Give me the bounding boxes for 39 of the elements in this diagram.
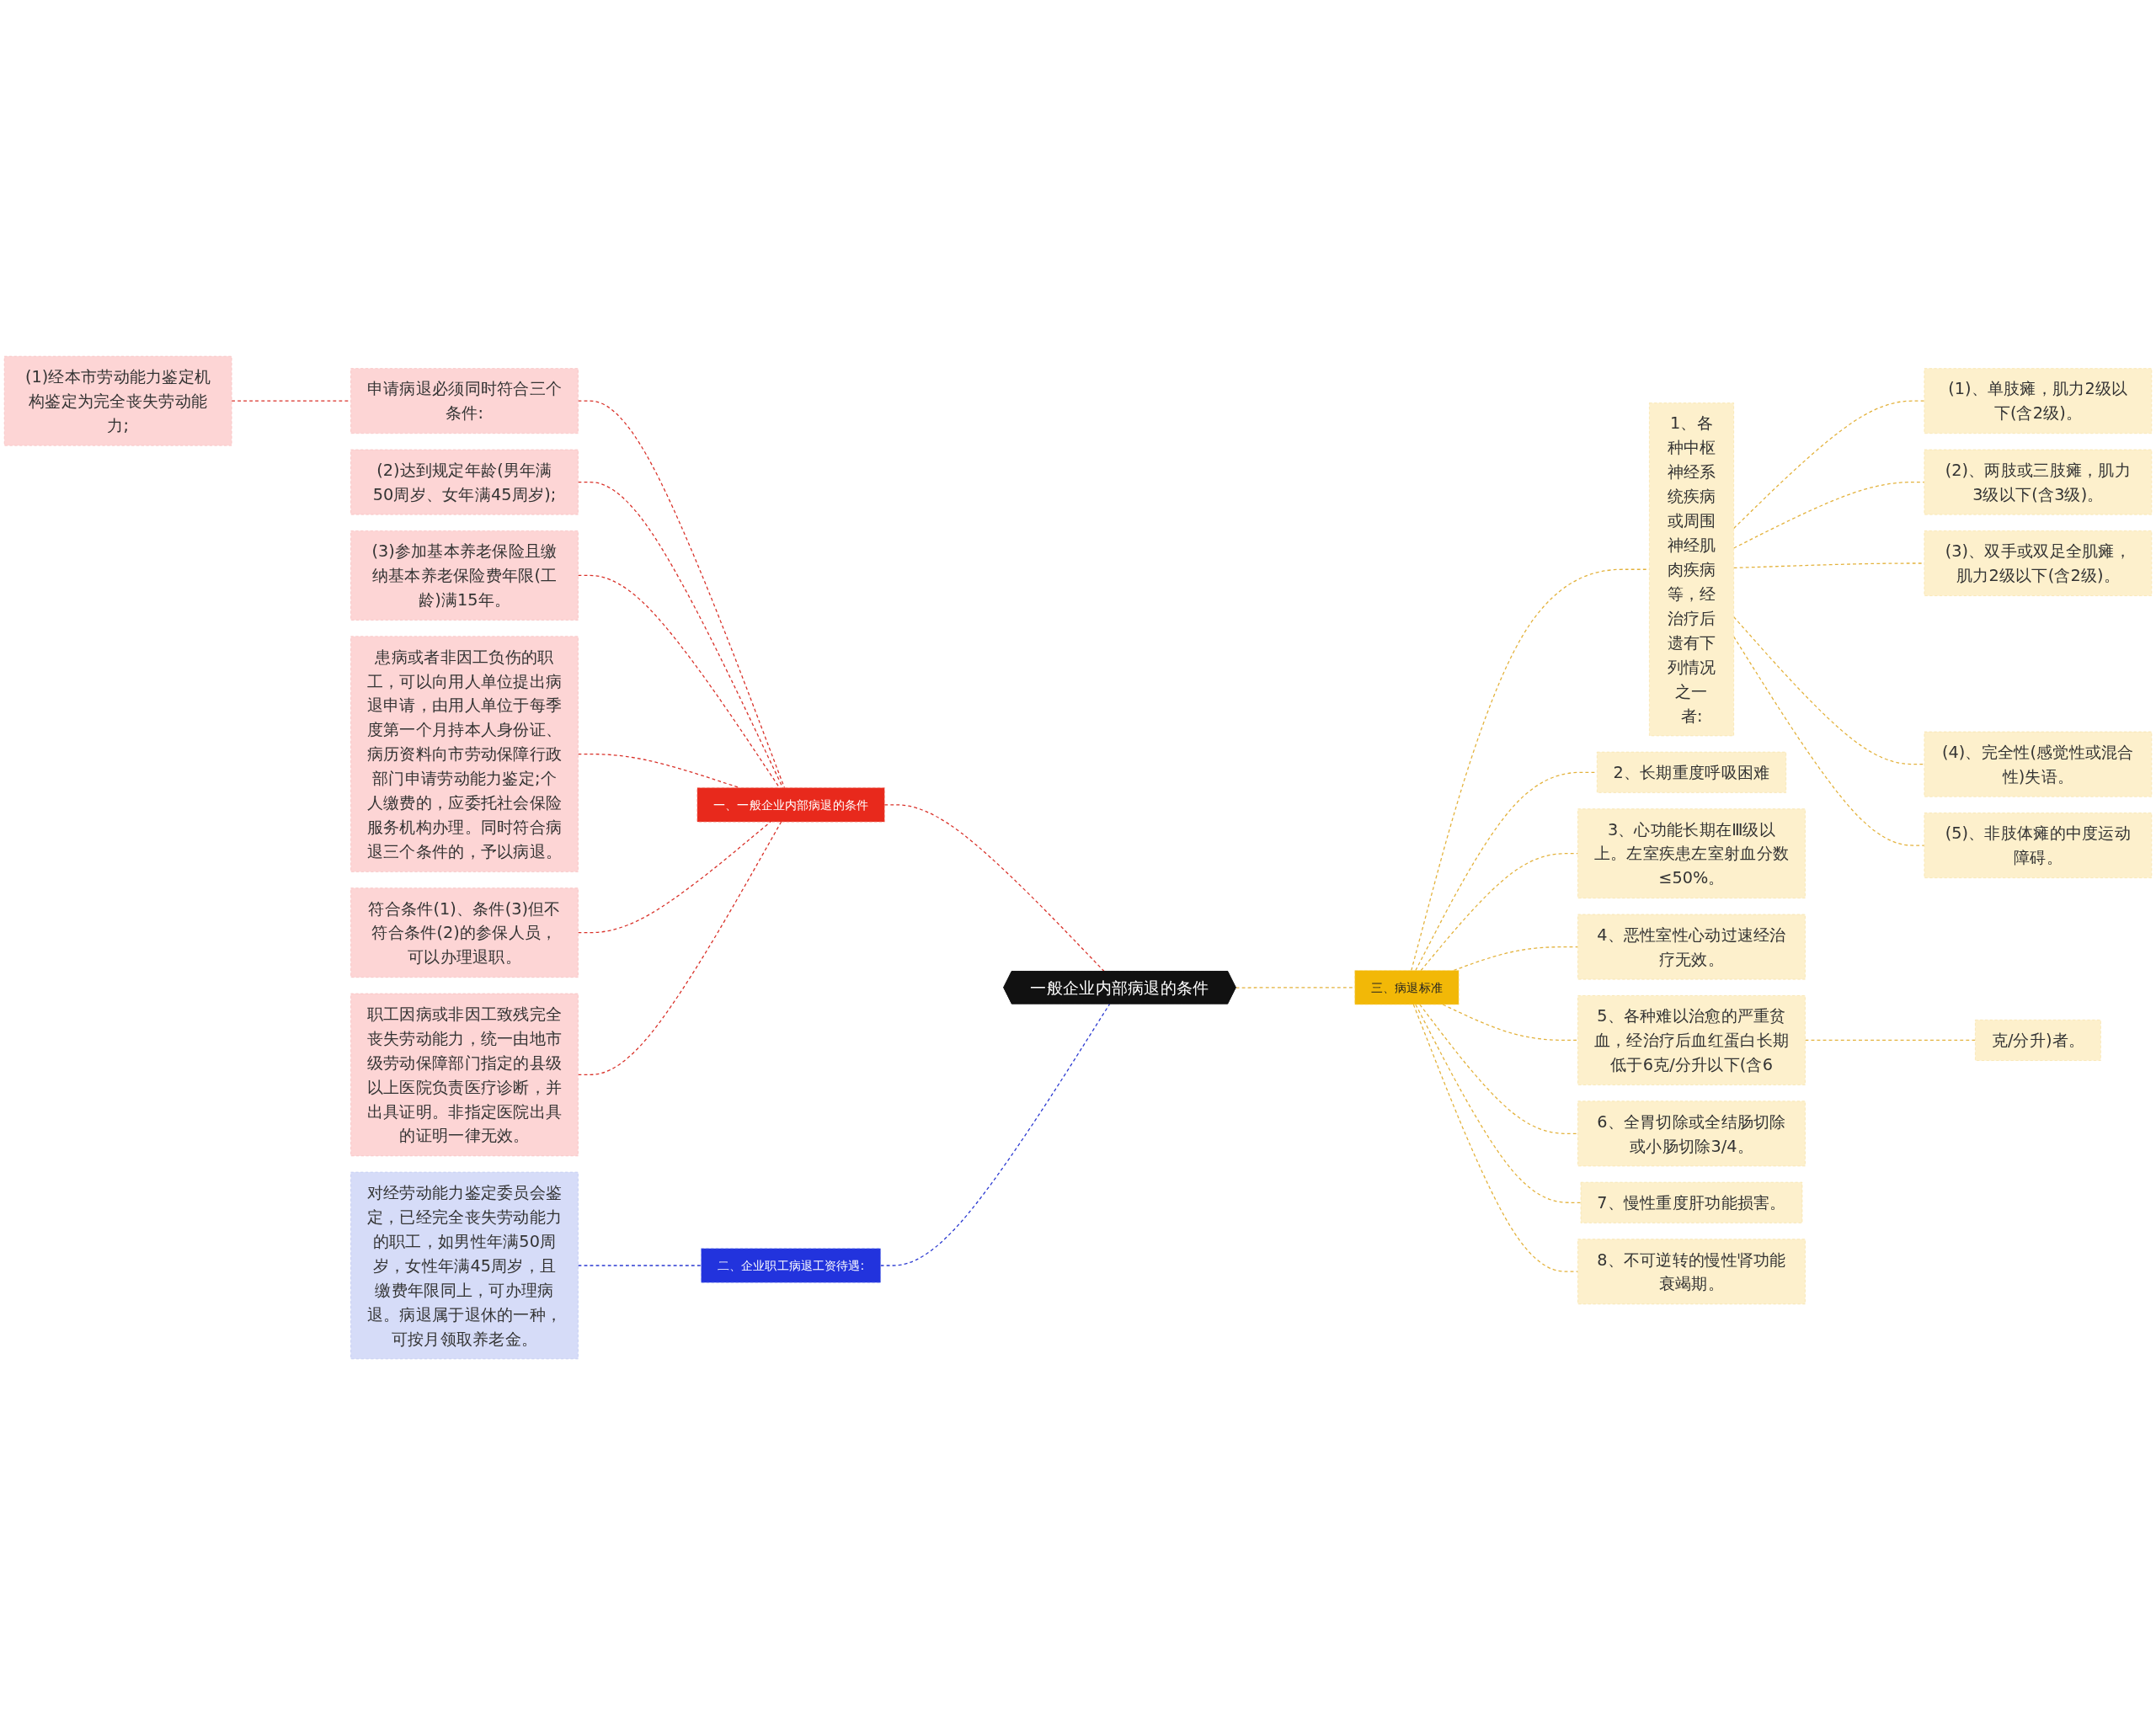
node-box: (4)、完全性(感觉性或混合性)失语。	[1924, 732, 2153, 797]
connector	[577, 1265, 702, 1267]
node-box: 二、企业职工病退工资待遇:	[701, 1248, 881, 1284]
node-box: 1、各种中枢神经系统疾病或周围神经肌肉疾病等，经治疗后遗有下列情况之一者:	[1649, 402, 1734, 737]
connector	[1733, 636, 1925, 847]
node-box: (5)、非肢体瘫的中度运动障碍。	[1924, 813, 2153, 879]
node-box: 克/分升)者。	[1975, 1020, 2101, 1062]
node-box: 对经劳动能力鉴定委员会鉴定，已经完全丧失劳动能力的职工，如男性年满50周岁，女性年满45周岁，且缴费年限同上，可办理病退。病退属于退休的一种，可按月领取养老金。	[350, 1172, 579, 1360]
connector	[1419, 1004, 1579, 1135]
node-box: 7、慢性重度肝功能损害。	[1580, 1182, 1803, 1224]
connector	[883, 804, 1105, 973]
node-box: 职工因病或非因工致残完全丧失劳动能力，统一由地市级劳动保障部门指定的县级以上医院负责医疗诊断，并出具证明。非指定医院出具的证明一律无效。	[350, 994, 579, 1157]
node-box: 患病或者非因工负伤的职工，可以向用人单位提出病退申请，由用人单位于每季度第一个月持本人身份证、病历资料向市劳动保障行政部门申请劳动能力鉴定;个人缴费的，应委托社会保险服务机构办理。同时符合病退三个条件的，予以病退。	[350, 636, 579, 873]
connector	[577, 821, 782, 1076]
connector	[577, 482, 784, 789]
node-box: 8、不可逆转的慢性肾功能衰竭期。	[1577, 1239, 1806, 1305]
connector	[1733, 401, 1925, 530]
node-box: 4、恶性室性心动过速经治疗无效。	[1577, 914, 1806, 980]
node-box: (1)、单肢瘫，肌力2级以下(含2级)。	[1924, 368, 2153, 434]
node-box: 一、一般企业内部病退的条件	[696, 787, 885, 823]
node-box: (2)、两肢或三肢瘫，肌力3级以下(含3级)。	[1924, 450, 2153, 515]
connector	[1804, 1040, 1976, 1042]
connector	[879, 1004, 1111, 1267]
node-box: 三、病退标准	[1354, 970, 1460, 1005]
connector	[1420, 853, 1579, 972]
node-box: 符合条件(1)、条件(3)但不符合条件(2)的参保人员，可以办理退职。	[350, 887, 579, 978]
connector	[1412, 1004, 1579, 1273]
node-box: (3)、双手或双足全肌瘫，肌力2级以下(含2级)。	[1924, 530, 2153, 597]
node-box: (2)达到规定年龄(男年满50周岁、女年满45周岁);	[350, 450, 579, 515]
node-box: 2、长期重度呼吸困难	[1597, 752, 1786, 794]
connector	[1415, 1004, 1582, 1204]
node-box: (1)经本市劳动能力鉴定机构鉴定为完全丧失劳动能力;	[3, 356, 232, 446]
connector	[577, 401, 786, 789]
node-box: 5、各种难以治愈的严重贫血，经治疗后血红蛋白长期低于6克/分升以下(含6	[1577, 995, 1806, 1086]
node-box: 申请病退必须同时符合三个条件:	[350, 368, 579, 434]
node-box: 6、全胃切除或全结肠切除或小肠切除3/4。	[1577, 1100, 1806, 1167]
node-box: (3)参加基本养老保险且缴纳基本养老保险费年限(工龄)满15年。	[350, 530, 579, 621]
connector	[577, 575, 781, 789]
node-box: 3、心功能长期在Ⅲ级以上。左室疾患左室射血分数≤50%。	[1577, 808, 1806, 899]
